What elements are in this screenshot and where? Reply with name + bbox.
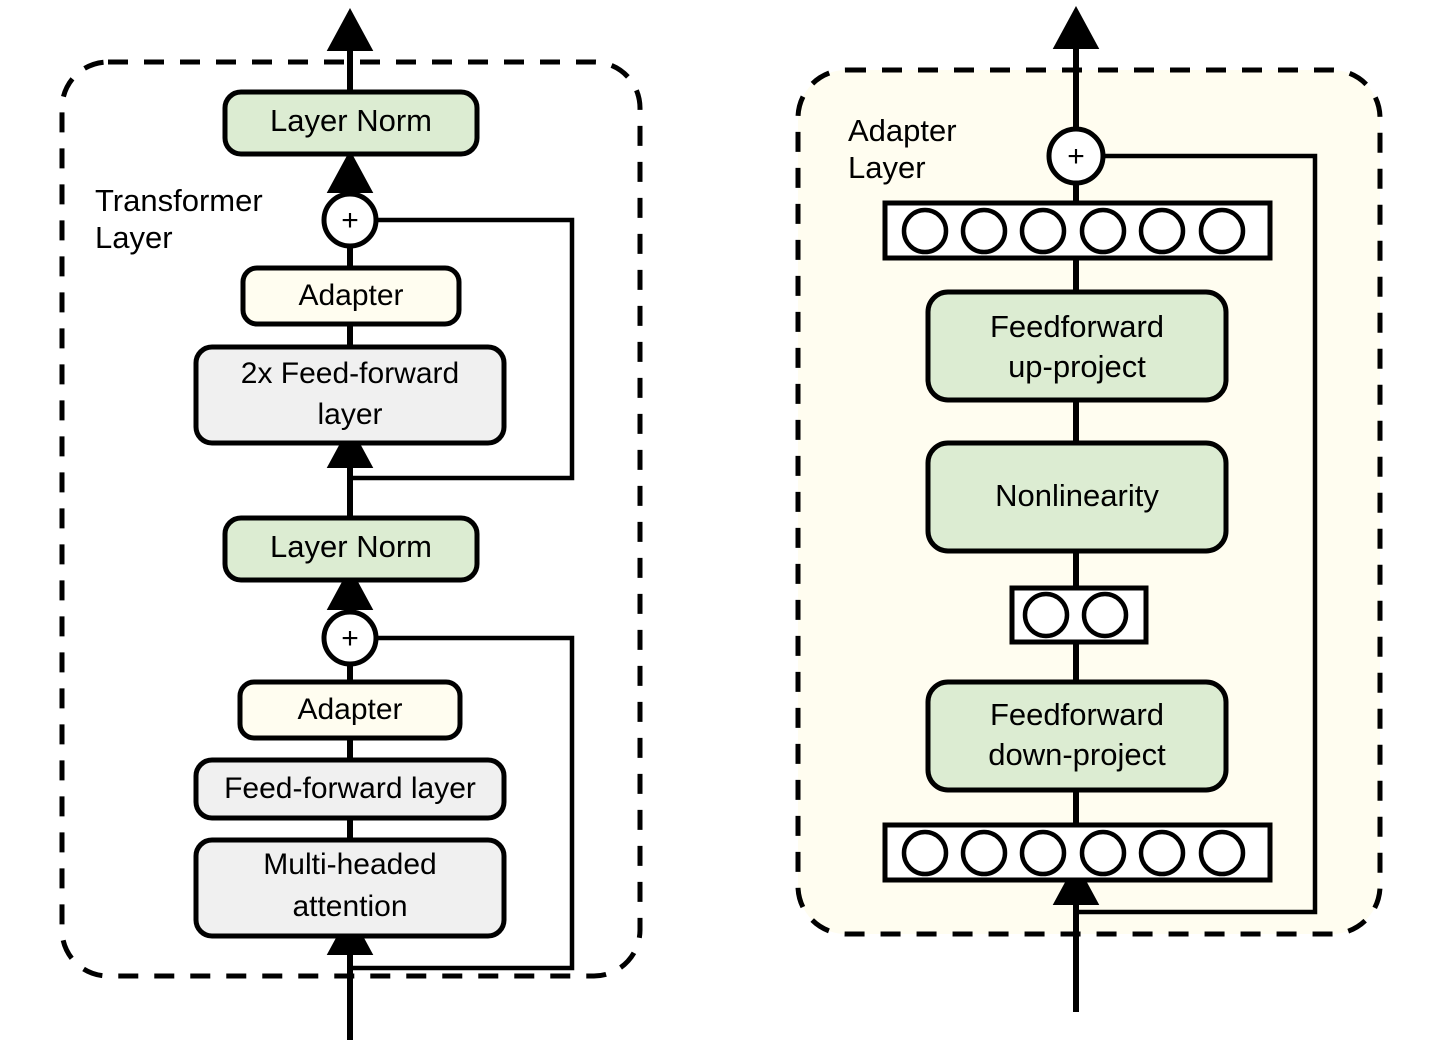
adapter-layer-panel-border: [795, 67, 1383, 937]
transformer-layer-label-line1: Transformer: [95, 183, 263, 218]
node-feedforward-down-project-label-line2: down-project: [988, 737, 1166, 772]
neuron-top-6: [1198, 207, 1246, 255]
node-layer-norm-mid[interactable]: [222, 515, 480, 583]
adder-bottom-symbol: +: [341, 622, 359, 655]
node-multi-headed-attention[interactable]: [193, 837, 507, 939]
node-adapter-top-label: Adapter: [298, 279, 403, 312]
node-feed-forward-2x-label-line2: layer: [317, 398, 382, 431]
neuron-top-2: [960, 207, 1008, 255]
adder-top-symbol: +: [341, 204, 359, 237]
neuron-top-3: [1019, 207, 1067, 255]
adder-top[interactable]: [321, 191, 379, 249]
neuron-bottom-5: [1138, 829, 1186, 877]
neuron-bottom-4: [1079, 829, 1127, 877]
adapter-layer-label-line1: Adapter: [848, 113, 957, 148]
node-feed-forward-layer-label: Feed-forward layer: [224, 772, 476, 805]
node-feed-forward-2x[interactable]: [193, 344, 507, 446]
neuron-bottom-2: [960, 829, 1008, 877]
transformer-layer-label-line2: Layer: [95, 220, 173, 255]
node-layer-norm-mid-label: Layer Norm: [270, 529, 432, 564]
neuron-bottom-1: [901, 829, 949, 877]
node-layer-norm-top[interactable]: [222, 89, 480, 157]
neuron-bottleneck-1: [1022, 591, 1070, 639]
left-skip-connection-top: [350, 217, 575, 481]
node-nonlinearity[interactable]: [925, 440, 1229, 554]
adapter-skip-connection: [1076, 153, 1318, 915]
node-feedforward-down-project-label-line1: Feedforward: [990, 697, 1164, 732]
node-adapter-bottom-label: Adapter: [297, 693, 402, 726]
neuron-bottom-3: [1019, 829, 1067, 877]
node-multi-headed-attention-label-line2: attention: [292, 890, 407, 923]
node-feed-forward-2x-label-line1: 2x Feed-forward: [241, 357, 459, 390]
node-feedforward-up-project-label-line1: Feedforward: [990, 309, 1164, 344]
neuron-bottleneck-2: [1081, 591, 1129, 639]
node-multi-headed-attention-label-line1: Multi-headed: [263, 848, 436, 881]
neuron-top-5: [1138, 207, 1186, 255]
neuron-bottom-6: [1198, 829, 1246, 877]
adder-bottom[interactable]: [321, 609, 379, 667]
adder-adapter-symbol: +: [1067, 140, 1085, 173]
node-feed-forward-layer[interactable]: [193, 757, 507, 821]
node-feedforward-up-project[interactable]: [925, 289, 1229, 403]
adder-adapter[interactable]: [1046, 126, 1106, 186]
left-skip-connection-bottom: [350, 635, 575, 971]
node-nonlinearity-label: Nonlinearity: [995, 478, 1159, 513]
node-layer-norm-top-label: Layer Norm: [270, 103, 432, 138]
node-adapter-bottom[interactable]: [237, 679, 463, 741]
node-adapter-top[interactable]: [240, 265, 462, 327]
node-feedforward-down-project[interactable]: [925, 679, 1229, 793]
node-feedforward-up-project-label-line2: up-project: [1008, 349, 1146, 384]
adapter-layer-label-line2: Layer: [848, 150, 926, 185]
neuron-top-4: [1079, 207, 1127, 255]
neuron-top-1: [901, 207, 949, 255]
